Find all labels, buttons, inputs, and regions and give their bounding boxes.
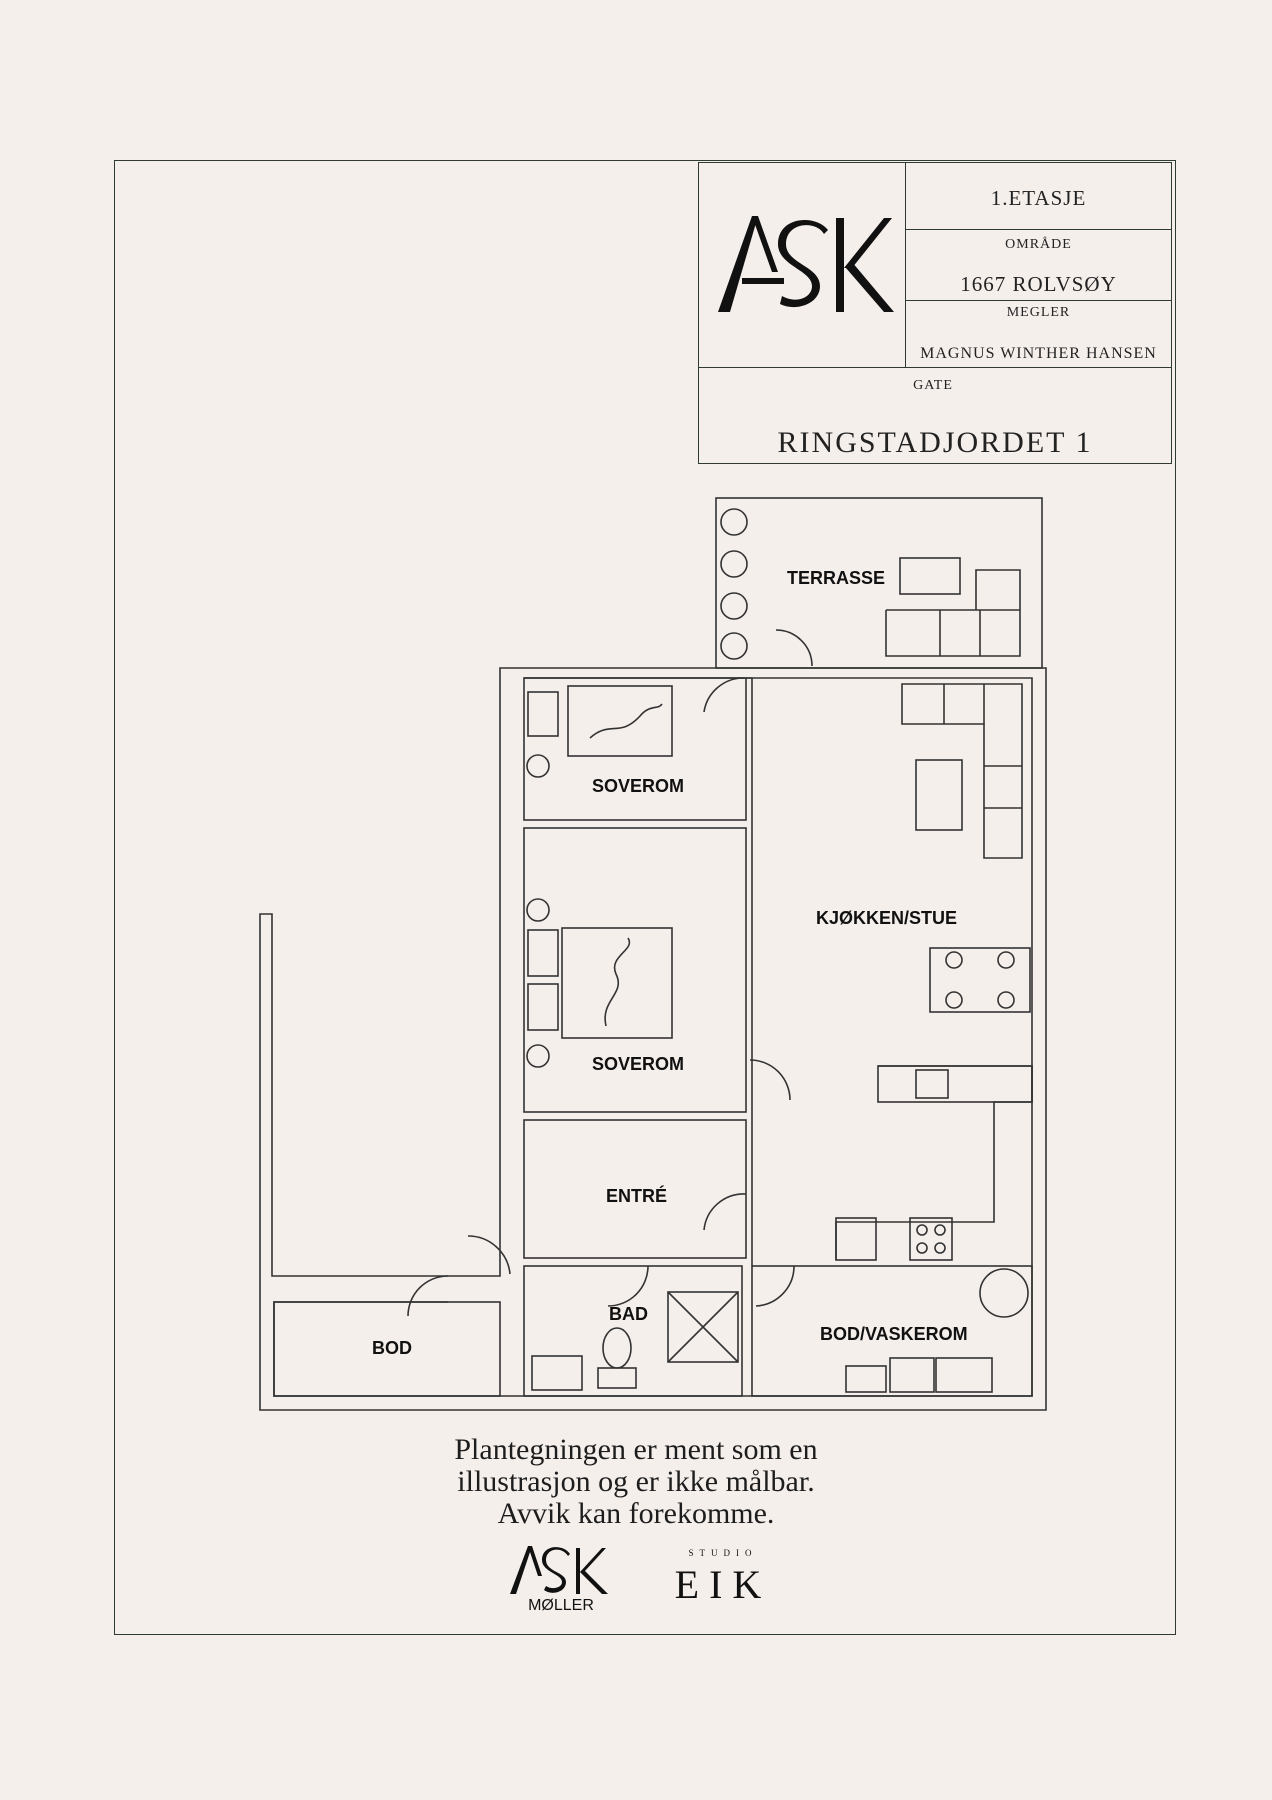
- bed-double: [561, 927, 673, 1039]
- broker-cell: [905, 300, 1172, 368]
- street-label: GATE: [913, 378, 953, 393]
- eik-label: EIK: [675, 1562, 772, 1607]
- room-entre: ENTRÉ: [606, 1185, 667, 1206]
- broker-label: MEGLER: [1006, 305, 1071, 320]
- terrasse-table: [899, 557, 961, 595]
- ask-moller-bottom: MØLLER: [528, 1597, 594, 1612]
- bad-walls: [523, 1265, 743, 1397]
- dining-table: [929, 947, 1031, 1013]
- coffee-table: [915, 759, 963, 831]
- disclaimer-line-1: Plantegningen er ment som en: [454, 1433, 818, 1466]
- page-frame: [114, 160, 1176, 1635]
- stove: [909, 1217, 953, 1261]
- disclaimer-line-3: Avvik kan forekomme.: [497, 1497, 775, 1530]
- floor-label: 1.ETASJE: [990, 186, 1087, 210]
- kitchen-sink: [915, 1069, 949, 1099]
- soverom-2-walls: [523, 827, 747, 1113]
- outer-wall: [259, 667, 1047, 1411]
- floor-plan: TERRASSE SOVEROM KJØKKEN/STUE SOVEROM EN…: [259, 497, 1047, 1411]
- ask-logo: [718, 216, 894, 312]
- bod-walls: [273, 1301, 501, 1397]
- room-kjokken-stue: KJØKKEN/STUE: [816, 908, 957, 928]
- water-heater: [979, 1268, 1029, 1318]
- room-soverom-1: SOVEROM: [592, 776, 684, 796]
- entre-walls: [523, 1119, 747, 1259]
- bathroom-sink: [531, 1355, 583, 1391]
- fridge: [835, 1217, 877, 1261]
- kitchen-counter: [835, 1065, 1033, 1260]
- room-terrasse: TERRASSE: [787, 568, 885, 588]
- studio-label: STUDIO: [689, 1548, 758, 1558]
- disclaimer-line-2: illustrasjon og er ikke målbar.: [457, 1465, 815, 1498]
- washing-machine: [889, 1357, 935, 1393]
- studio-eik-logo: STUDIO EIK: [675, 1548, 772, 1607]
- shower: [667, 1291, 739, 1363]
- terrasse-sofa: [885, 569, 1021, 657]
- room-bad: BAD: [609, 1304, 648, 1324]
- ask-moller-logo: MØLLER: [510, 1546, 608, 1612]
- sofa: [901, 683, 1023, 859]
- broker-value: MAGNUS WINTHER HANSEN: [920, 345, 1157, 362]
- street-value: RINGSTADJORDET 1: [777, 426, 1093, 459]
- room-bod-vaskerom: BOD/VASKEROM: [820, 1324, 968, 1344]
- bod-vaskerom-walls: [751, 1265, 1033, 1397]
- area-value: 1667 ROLVSØY: [960, 272, 1117, 296]
- room-soverom-2: SOVEROM: [592, 1054, 684, 1074]
- area-label: OMRÅDE: [1005, 237, 1072, 252]
- soverom-1-walls: [523, 677, 747, 821]
- disclaimer: Plantegningen er ment som en illustrasjo…: [336, 1434, 936, 1530]
- utility-sink: [935, 1357, 993, 1393]
- toilet-tank: [597, 1367, 637, 1389]
- bed-single: [567, 685, 673, 757]
- kitchen-island-top: [877, 1065, 1033, 1103]
- room-bod: BOD: [372, 1338, 412, 1358]
